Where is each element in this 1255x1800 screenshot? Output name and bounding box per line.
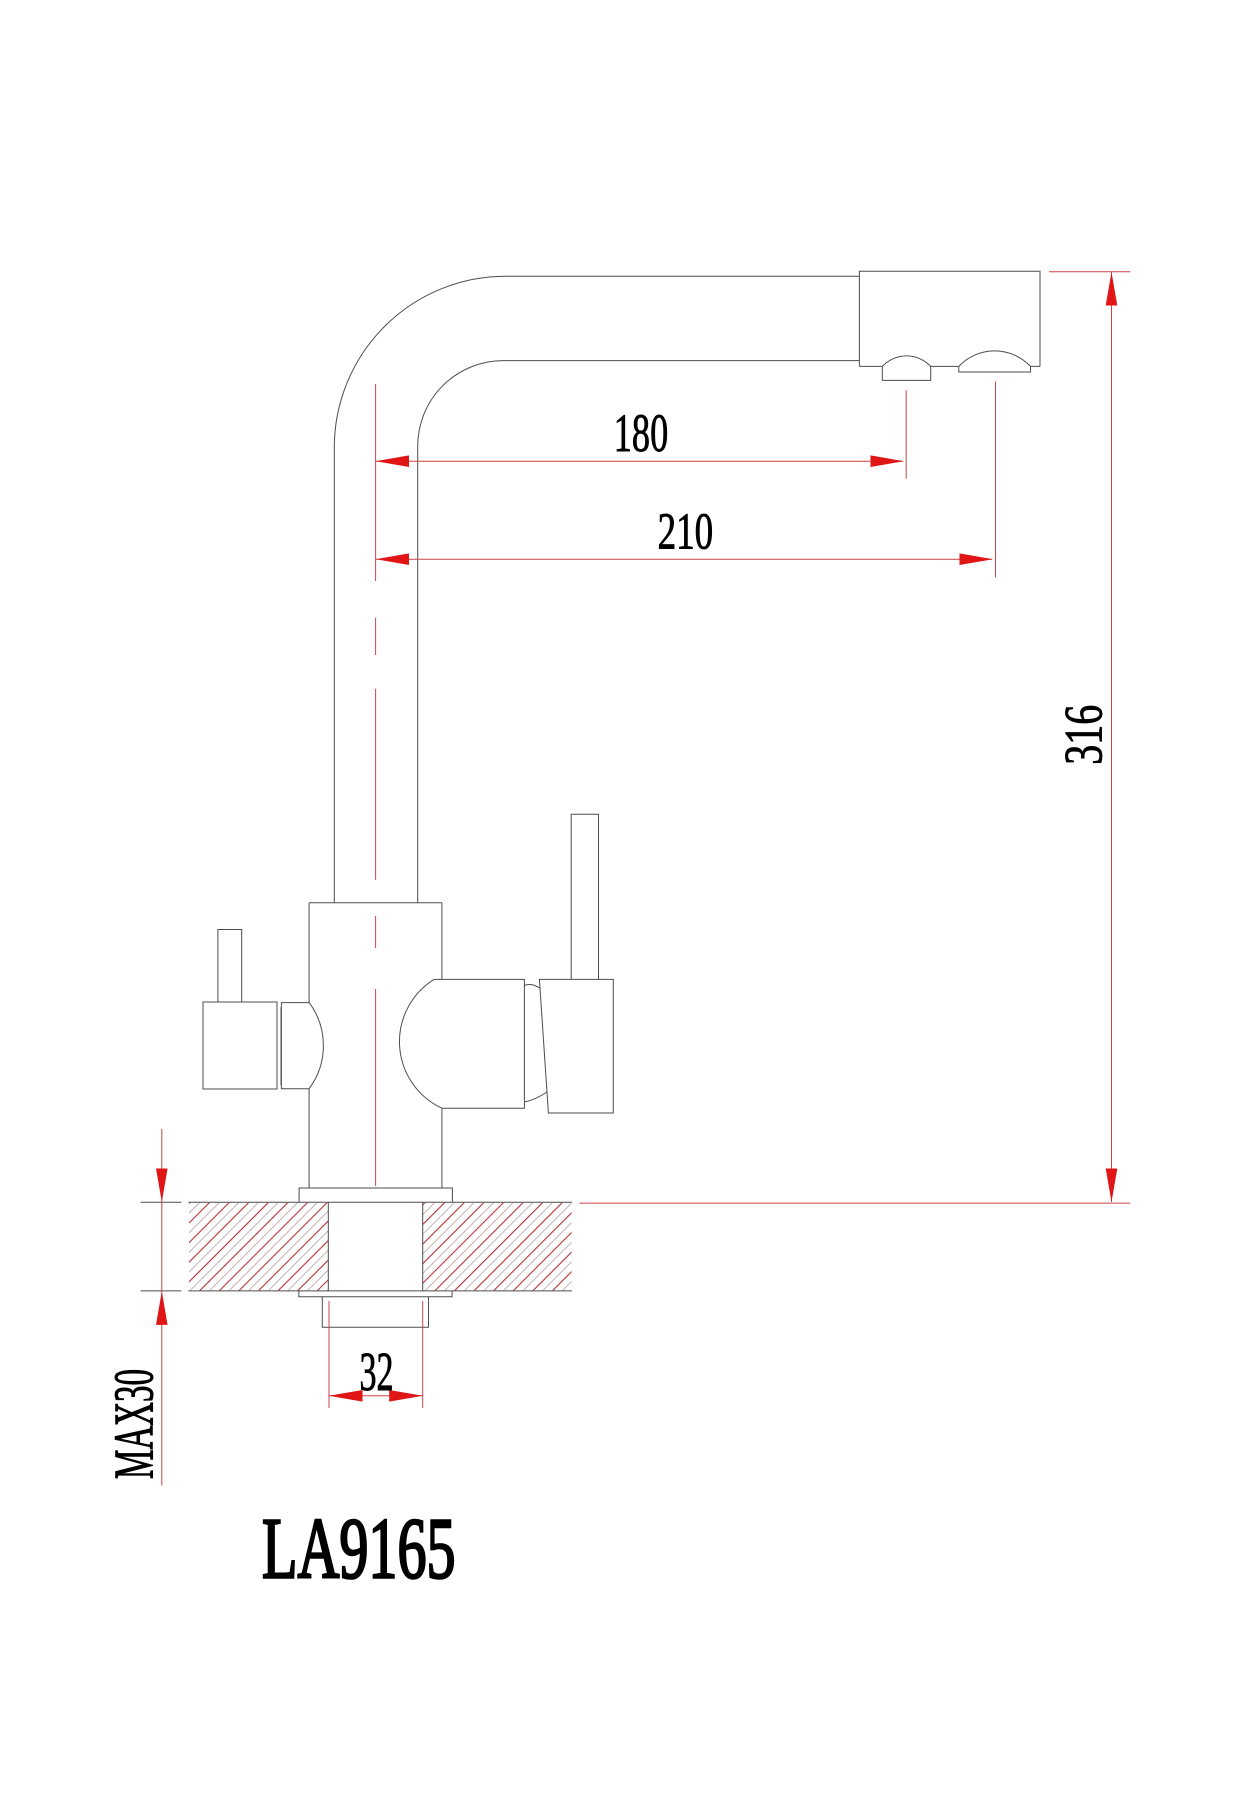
svg-text:MAX30: MAX30 xyxy=(104,1369,166,1479)
svg-text:316: 316 xyxy=(1054,705,1114,765)
svg-text:180: 180 xyxy=(614,403,668,463)
svg-text:LA9165: LA9165 xyxy=(262,1499,456,1596)
svg-text:32: 32 xyxy=(360,1341,394,1402)
svg-text:210: 210 xyxy=(658,504,714,561)
